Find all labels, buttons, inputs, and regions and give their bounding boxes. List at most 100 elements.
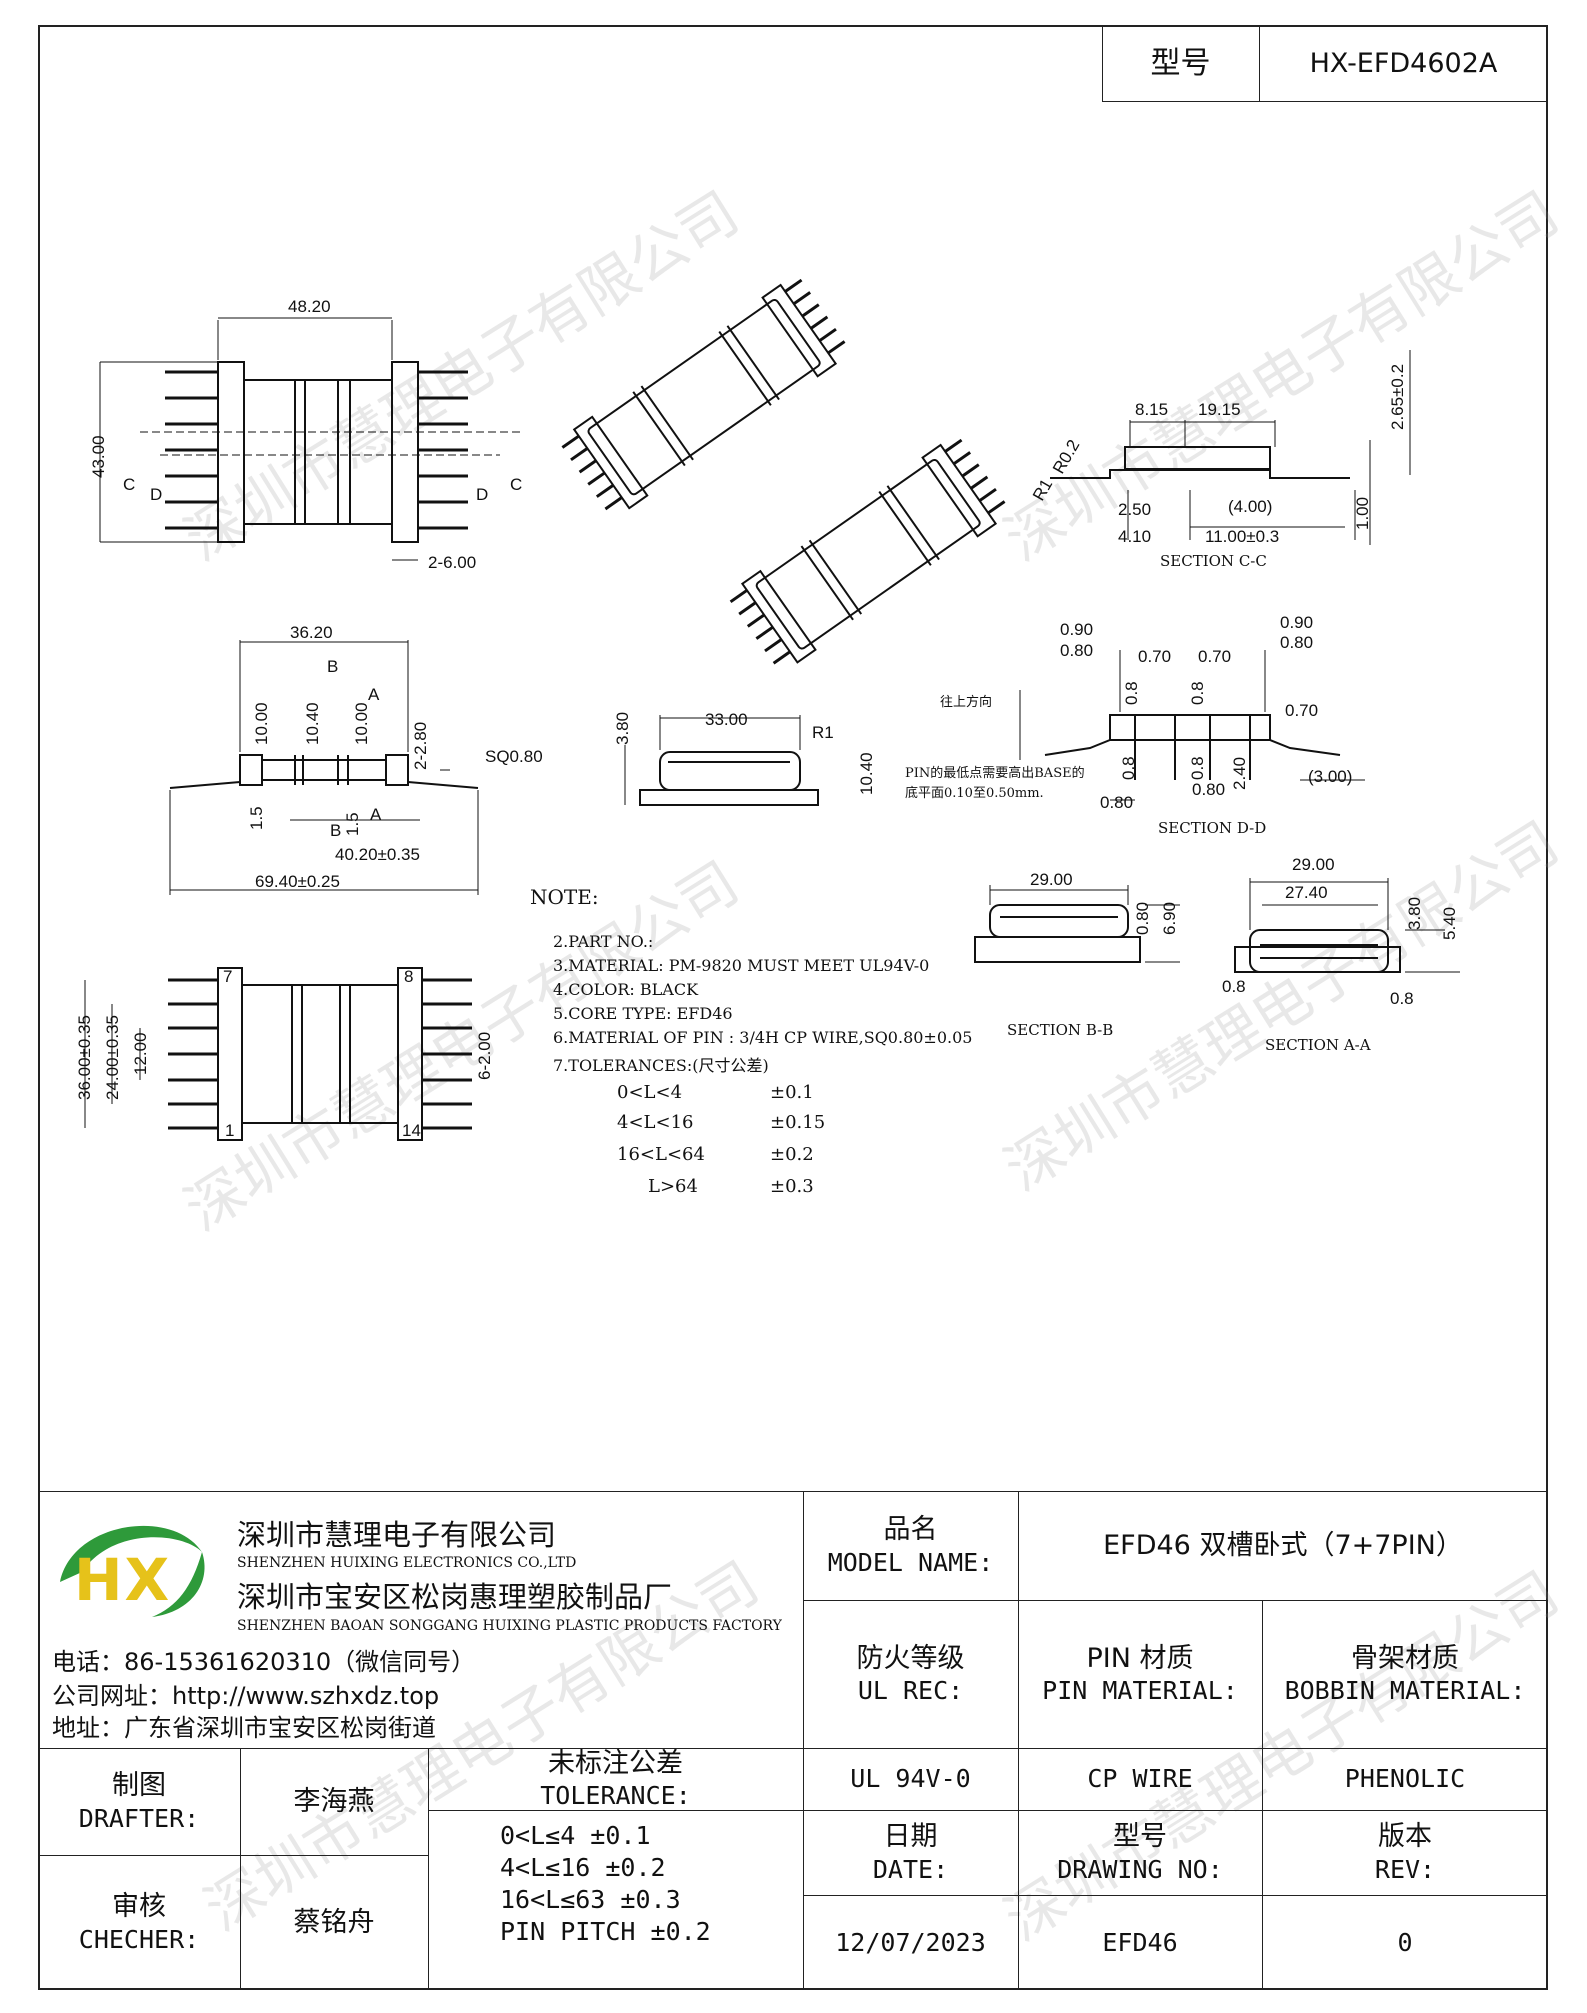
tol-value: ±0.3 — [770, 1176, 814, 1197]
dim-text: 0.80 — [1060, 641, 1093, 660]
company-phone: 电话：86-15361620310（微信同号） — [52, 1648, 476, 1676]
dim-text: 12.00 — [131, 1032, 150, 1075]
note-item: 6.MATERIAL OF PIN : 3/4H CP WIRE,SQ0.80±… — [553, 1028, 973, 1047]
ul-rec-label-cn: 防火等级 — [856, 1642, 965, 1674]
tolerance-line: PIN PITCH ±0.2 — [500, 1917, 711, 1946]
dim-text: 36.20 — [290, 623, 333, 642]
dim-text: 0.70 — [1198, 647, 1231, 666]
dim-text: 10.00 — [352, 702, 371, 745]
dim-text: 1.5 — [343, 812, 362, 836]
drafter-label: 制图 DRAFTER: — [38, 1748, 240, 1855]
dim-text: R1 — [1029, 476, 1056, 504]
tolerance-label: 未标注公差 TOLERANCE: — [428, 1747, 803, 1811]
model-header-box — [1102, 25, 1548, 102]
tol-range: 0<L<4 — [617, 1082, 683, 1103]
dim-text: 10.40 — [857, 752, 876, 795]
ul-rec-label: 防火等级 UL REC: — [803, 1600, 1018, 1748]
checker-label-en: CHECHER: — [78, 1924, 200, 1954]
rev-label: 版本 REV: — [1262, 1810, 1548, 1895]
section-cc — [1050, 350, 1411, 545]
drawing-no-label-cn: 型号 — [1113, 1821, 1167, 1852]
dim-text: 0.80 — [1280, 633, 1313, 652]
dim-text: 10.40 — [303, 702, 322, 745]
section-bb — [974, 885, 1180, 963]
dim-text: 2-2.80 — [411, 722, 430, 770]
date-value: 12/07/2023 — [835, 1927, 986, 1957]
logo-swoosh — [60, 1525, 205, 1617]
isometric-view-1 — [561, 278, 846, 511]
tolerance-label-en: TOLERANCE: — [540, 1781, 691, 1811]
isometric-view-2 — [729, 438, 1006, 665]
dim-text: 69.40±0.25 — [255, 872, 340, 891]
dim-text: 8 — [404, 967, 413, 986]
tolerance-values: 0<L≤4 ±0.1 4<L≤16 ±0.2 16<L≤63 ±0.3 PIN … — [500, 1820, 800, 1948]
tol-value: ±0.2 — [770, 1144, 814, 1165]
dim-text: 1.00 — [1353, 497, 1372, 530]
rev-label-cn: 版本 — [1378, 1821, 1432, 1852]
checker-label: 审核 CHECHER: — [38, 1855, 240, 1990]
drafter-label-cn: 制图 — [112, 1770, 166, 1801]
dd-note-top: 往上方向 — [940, 694, 992, 710]
dim-text: R1 — [812, 723, 834, 742]
tolerance-line: 4<L≤16 ±0.2 — [500, 1853, 666, 1882]
checker-value: 蔡铭舟 — [293, 1906, 375, 1938]
section-dd — [1019, 650, 1365, 801]
note-item: 3.MATERIAL: PM-9820 MUST MEET UL94V-0 — [553, 956, 930, 975]
dim-text: 2.65±0.2 — [1388, 364, 1407, 430]
model-header-value: HX-EFD4602A — [1309, 47, 1498, 79]
dim-text: 6-2.00 — [475, 1032, 494, 1080]
tol-value: ±0.1 — [770, 1082, 814, 1103]
drafter-value: 李海燕 — [293, 1785, 375, 1817]
dd-note-bottom: PIN的最低点需要高出BASE的 — [905, 765, 1085, 781]
dim-text: 6.90 — [1160, 902, 1179, 935]
dim-text: 0.70 — [1285, 701, 1318, 720]
dim-text: 19.15 — [1198, 400, 1241, 419]
dim-text: 0.80 — [1192, 780, 1225, 799]
dim-text: 0.70 — [1138, 647, 1171, 666]
dim-text: SQ0.80 — [485, 747, 543, 766]
tolerance-label-cn: 未标注公差 — [548, 1747, 683, 1779]
model-name-label-cn: 品名 — [883, 1514, 938, 1545]
dim-text: (4.00) — [1228, 497, 1272, 516]
bottom-view-bobbin — [84, 967, 472, 1141]
dim-text: 1 — [225, 1121, 234, 1140]
dim-text: R0.2 — [1049, 436, 1083, 477]
rev-label-en: REV: — [1374, 1854, 1436, 1884]
company-logo: HX — [52, 1512, 212, 1622]
drawing-no-label: 型号 DRAWING NO: — [1018, 1810, 1262, 1895]
dim-text: C — [510, 475, 522, 494]
dim-text: 27.40 — [1285, 883, 1328, 902]
dim-text: 5.40 — [1440, 907, 1459, 940]
date-label: 日期 DATE: — [803, 1810, 1018, 1895]
pin-material-label-cn: PIN 材质 — [1086, 1642, 1194, 1674]
dim-text: 29.00 — [1292, 855, 1335, 874]
dim-text: 0.80 — [1133, 902, 1152, 935]
section-title: SECTION A-A — [1265, 1036, 1371, 1054]
pin-material-value: CP WIRE — [1087, 1764, 1193, 1794]
dim-text: 8.15 — [1135, 400, 1168, 419]
tol-value: ±0.15 — [770, 1112, 826, 1133]
tol-range: 16<L<64 — [617, 1144, 705, 1165]
dim-text: 48.20 — [288, 297, 331, 316]
dim-text: D — [476, 485, 488, 504]
dim-text: 43.00 — [89, 435, 108, 478]
ul-rec-label-en: UL REC: — [857, 1676, 964, 1706]
tol-range: L>64 — [648, 1176, 698, 1197]
note-item: 4.COLOR: BLACK — [553, 980, 699, 999]
rev-value: 0 — [1397, 1927, 1413, 1957]
tolerance-line: 0<L≤4 ±0.1 — [500, 1821, 651, 1850]
model-name-label-en: MODEL NAME: — [827, 1547, 994, 1577]
dim-text: 2.40 — [1230, 757, 1249, 790]
dim-text: 0.8 — [1390, 989, 1414, 1008]
dim-text: 0.8 — [1222, 977, 1246, 996]
top-view-bobbin — [99, 317, 520, 561]
company-website: 公司网址：http://www.szhxdz.top — [52, 1682, 440, 1710]
dim-text: A — [368, 685, 380, 704]
dim-text: 4.10 — [1118, 527, 1151, 546]
date-label-cn: 日期 — [883, 1821, 938, 1852]
date-label-en: DATE: — [872, 1854, 949, 1884]
company-name-en: SHENZHEN HUIXING ELECTRONICS CO.,LTD — [237, 1555, 577, 1571]
section-aa — [1234, 878, 1460, 973]
dim-text: D — [150, 485, 162, 504]
dim-text: 7 — [223, 967, 232, 986]
